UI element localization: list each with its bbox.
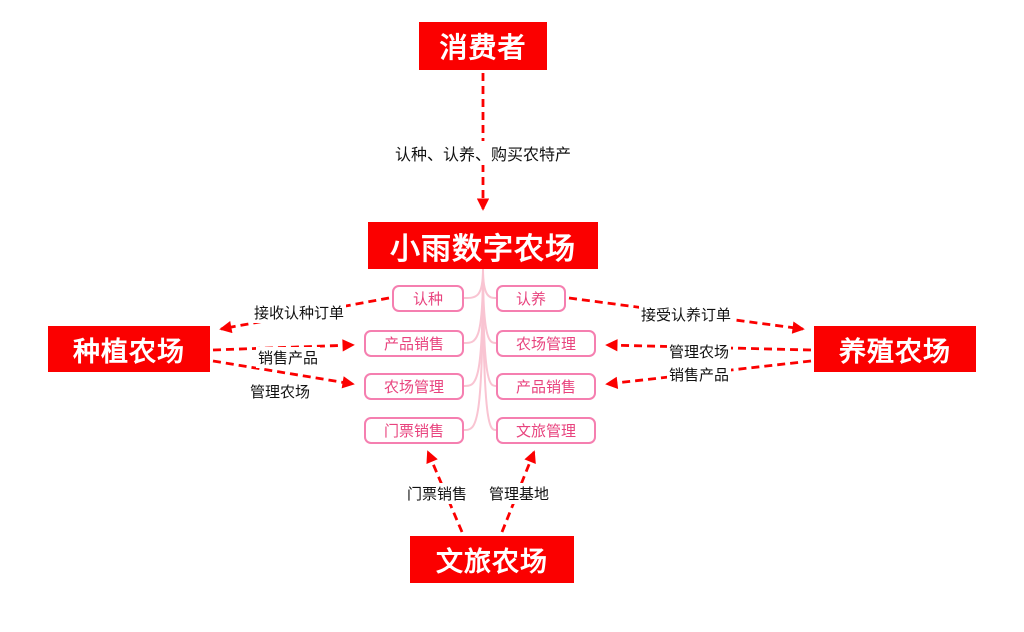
module-farm-management-left: 农场管理 — [364, 373, 464, 400]
arrow-breeding-farm-to-product-sales — [605, 359, 812, 389]
connector-right-1 — [482, 268, 497, 299]
edge-label-manage-base: 管理基地 — [487, 483, 552, 504]
node-digital-farm: 小雨数字农场 — [368, 222, 598, 269]
connector-left-1 — [463, 268, 484, 299]
edge-label-sell-products-right: 销售产品 — [667, 364, 732, 385]
edge-label-ticket-sales: 门票销售 — [405, 483, 470, 504]
node-consumer: 消费者 — [419, 22, 547, 70]
arrow-breeding-farm-to-farm-management — [605, 339, 812, 352]
edge-label-manage-farm-right: 管理农场 — [667, 341, 732, 362]
node-breeding-farm: 养殖农场 — [814, 326, 976, 372]
connector-right-4 — [482, 268, 497, 431]
arrow-planting-farm-to-farm-management — [212, 359, 355, 389]
edge-label-receive-planting-orders: 接收认种订单 — [252, 302, 347, 323]
module-ticket-sales: 门票销售 — [364, 417, 464, 444]
module-plant-adoption: 认种 — [392, 285, 464, 312]
branch-connectors — [463, 268, 497, 431]
node-tourism-farm: 文旅农场 — [410, 536, 574, 583]
module-product-sales-left: 产品销售 — [364, 330, 464, 357]
edge-label-manage-farm-left: 管理农场 — [248, 381, 313, 402]
edge-label-accept-adoption-orders: 接受认养订单 — [639, 304, 734, 325]
edge-label-consumer-order: 认种、认养、购买农特产 — [368, 141, 598, 165]
module-animal-adoption: 认养 — [496, 285, 566, 312]
module-tourism-management: 文旅管理 — [496, 417, 596, 444]
module-farm-management-right: 农场管理 — [496, 330, 596, 357]
edge-label-sell-products-left: 销售产品 — [256, 347, 321, 368]
module-product-sales-right: 产品销售 — [496, 373, 596, 400]
connector-left-2 — [463, 268, 484, 344]
node-planting-farm: 种植农场 — [48, 326, 210, 372]
